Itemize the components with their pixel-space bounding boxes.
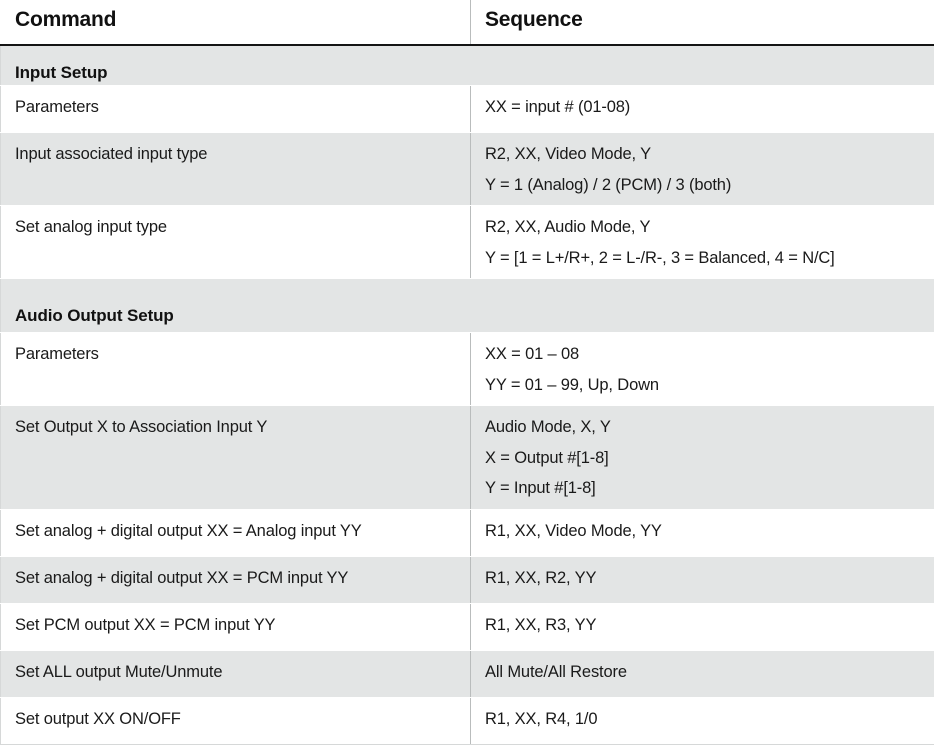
cell-command: Set PCM output XX = PCM input YY (1, 604, 471, 651)
column-header-sequence: Sequence (471, 0, 934, 45)
cell-sequence: XX = input # (01-08) (471, 86, 934, 133)
cell-sequence: R1, XX, R2, YY (471, 557, 934, 604)
sequence-line: All Mute/All Restore (485, 660, 922, 686)
sequence-line: YY = 01 – 99, Up, Down (485, 373, 922, 399)
command-line: Set ALL output Mute/Unmute (15, 660, 458, 686)
cell-sequence: Audio Mode, X, Y X = Output #[1-8] Y = Inp… (471, 406, 934, 510)
sequence-line: Y = [1 = L+/R+, 2 = L-/R-, 3 = Balanced,… (485, 246, 922, 272)
table-row: Set analog + digital output XX = Analog … (1, 510, 934, 557)
cell-sequence: R2, XX, Video Mode, Y Y = 1 (Analog) / 2 … (471, 133, 934, 206)
cell-command: Parameters (1, 333, 471, 406)
table-row: Set ALL output Mute/Unmute All Mute/All R… (1, 651, 934, 698)
table-row: Parameters XX = input # (01-08) (1, 86, 934, 133)
command-line: Set analog input type (15, 215, 458, 241)
cell-sequence: R1, XX, Video Mode, YY (471, 510, 934, 557)
section-header-row: Audio Output Setup (1, 279, 934, 333)
sequence-line: Audio Mode, X, Y (485, 415, 922, 441)
sequence-line: R1, XX, R4, 1/0 (485, 707, 922, 733)
cell-command: Set ALL output Mute/Unmute (1, 651, 471, 698)
sequence-line: XX = 01 – 08 (485, 342, 922, 368)
table-row: Set output XX ON/OFF R1, XX, R4, 1/0 (1, 698, 934, 745)
sequence-line: R2, XX, Audio Mode, Y (485, 215, 922, 241)
sequence-line: XX = input # (01-08) (485, 95, 922, 121)
table-row: Input associated input type R2, XX, Video… (1, 133, 934, 206)
cell-sequence: R1, XX, R3, YY (471, 604, 934, 651)
cell-command: Input associated input type (1, 133, 471, 206)
sequence-line: X = Output #[1-8] (485, 446, 922, 472)
cell-command: Set analog + digital output XX = PCM inp… (1, 557, 471, 604)
table-row: Set Output X to Association Input Y Audio… (1, 406, 934, 510)
command-line: Set analog + digital output XX = PCM inp… (15, 566, 458, 592)
cell-sequence: R2, XX, Audio Mode, Y Y = [1 = L+/R+, 2 =… (471, 206, 934, 279)
sequence-line: R2, XX, Video Mode, Y (485, 142, 922, 168)
table-row: Parameters XX = 01 – 08 YY = 01 – 99, Up, … (1, 333, 934, 406)
sequence-line: R1, XX, Video Mode, YY (485, 519, 922, 545)
command-line: Set PCM output XX = PCM input YY (15, 613, 458, 639)
column-header-command: Command (1, 0, 471, 45)
cell-sequence: XX = 01 – 08 YY = 01 – 99, Up, Down (471, 333, 934, 406)
table-row: Set PCM output XX = PCM input YY R1, XX, … (1, 604, 934, 651)
command-line: Set Output X to Association Input Y (15, 415, 458, 441)
command-line: Set output XX ON/OFF (15, 707, 458, 733)
section-header-row: Input Setup (1, 45, 934, 86)
sequence-line: Y = Input #[1-8] (485, 476, 922, 502)
cell-command: Set Output X to Association Input Y (1, 406, 471, 510)
command-line: Parameters (15, 342, 458, 368)
cell-command: Parameters (1, 86, 471, 133)
table-head: Command Sequence (1, 0, 934, 45)
sequence-line: R1, XX, R2, YY (485, 566, 922, 592)
cell-sequence: All Mute/All Restore (471, 651, 934, 698)
cell-sequence: R1, XX, R4, 1/0 (471, 698, 934, 745)
cell-command: Set analog + digital output XX = Analog … (1, 510, 471, 557)
sequence-line: R1, XX, R3, YY (485, 613, 922, 639)
section-title: Input Setup (1, 45, 934, 86)
sequence-line: Y = 1 (Analog) / 2 (PCM) / 3 (both) (485, 173, 922, 199)
table-row: Set analog + digital output XX = PCM inp… (1, 557, 934, 604)
command-line: Input associated input type (15, 142, 458, 168)
section-title: Audio Output Setup (1, 279, 934, 333)
command-line: Set analog + digital output XX = Analog … (15, 519, 458, 545)
table-header-row: Command Sequence (1, 0, 934, 45)
table-row: Set analog input type R2, XX, Audio Mode,… (1, 206, 934, 279)
cell-command: Set output XX ON/OFF (1, 698, 471, 745)
command-line: Parameters (15, 95, 458, 121)
cell-command: Set analog input type (1, 206, 471, 279)
